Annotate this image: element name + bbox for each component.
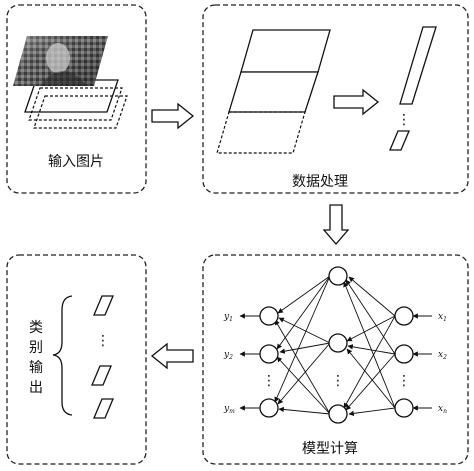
arrow-processing-internal [333, 88, 380, 116]
svg-text:y1: y1 [223, 312, 233, 323]
split-image-stack [216, 29, 331, 154]
hidden-layer: ⋮ [328, 266, 348, 424]
network-edges [239, 275, 432, 417]
model-panel: ⋮ ⋮ ⋮ y1 y2 ym x1 x2 xn 模型计算 [202, 254, 469, 465]
input-variable-labels: x1 x2 xn [438, 312, 447, 415]
output-layer: ⋮ [259, 306, 279, 418]
svg-text:x1: x1 [438, 312, 447, 323]
class-vectors: ⋮ [91, 295, 114, 419]
svg-text:⋮: ⋮ [96, 333, 110, 349]
output-node [259, 306, 279, 326]
arrow-processing-to-model [322, 204, 350, 245]
input-node [394, 306, 414, 326]
output-panel: 类 别 输 出 ⋮ [6, 254, 147, 465]
svg-text:⋮: ⋮ [397, 373, 411, 389]
hidden-node [328, 333, 348, 353]
svg-text:⋮: ⋮ [262, 373, 276, 389]
output-node [259, 398, 279, 418]
input-layer: ⋮ [394, 306, 414, 418]
svg-text:别: 别 [29, 340, 43, 356]
output-variable-labels: y1 y2 ym [223, 312, 235, 415]
curly-brace [52, 295, 73, 416]
photo-thumbnail [13, 36, 108, 86]
svg-text:类: 类 [29, 320, 43, 336]
feature-vector: ⋮ [389, 26, 437, 151]
input-node [394, 344, 414, 364]
input-node [394, 398, 414, 418]
arrow-input-to-processing [151, 102, 195, 130]
model-label: 模型计算 [302, 441, 358, 457]
svg-text:出: 出 [29, 380, 43, 396]
svg-text:输: 输 [29, 360, 43, 376]
output-node [259, 344, 279, 364]
hidden-node [328, 266, 348, 286]
input-image-stack [13, 36, 128, 129]
svg-text:y2: y2 [223, 350, 233, 361]
svg-text:⋮: ⋮ [397, 112, 411, 128]
svg-text:x2: x2 [438, 350, 447, 361]
svg-text:ym: ym [223, 404, 235, 415]
svg-text:⋮: ⋮ [331, 373, 345, 389]
arrow-model-to-output [150, 342, 194, 370]
svg-text:xn: xn [438, 404, 447, 415]
hidden-node [328, 404, 348, 424]
processing-label: 数据处理 [292, 174, 348, 190]
input-label: 输入图片 [48, 154, 104, 170]
output-label-vertical: 类 别 输 出 [29, 320, 43, 396]
input-image-panel: 输入图片 [6, 4, 147, 194]
processing-panel: ⋮ 数据处理 [202, 4, 469, 194]
